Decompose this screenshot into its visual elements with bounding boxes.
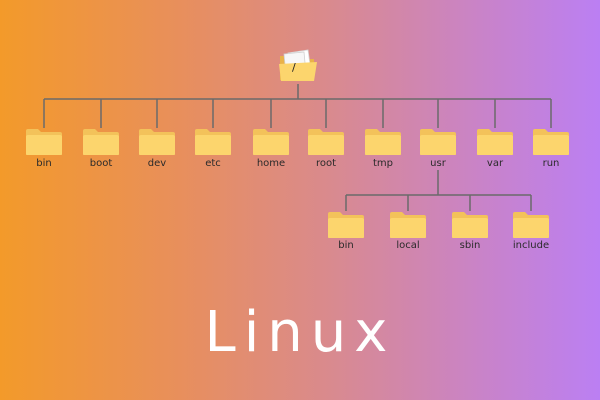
usr-directory-label-include: include [512, 240, 550, 251]
directory-label-home: home [256, 158, 286, 169]
folder-icon [476, 128, 516, 158]
directory-label-boot: boot [89, 158, 113, 169]
usr-directory-label-local: local [396, 240, 420, 251]
directory-label-var: var [486, 158, 504, 169]
usr-directory-label-sbin: sbin [459, 240, 481, 251]
folder-icon [194, 128, 234, 158]
root-directory-label: / [292, 61, 296, 74]
directory-label-dev: dev [147, 158, 167, 169]
folder-icon [327, 211, 367, 241]
directory-label-bin: bin [36, 158, 52, 169]
page-title: Linux [204, 300, 396, 365]
folder-icon [532, 128, 572, 158]
directory-label-run: run [542, 158, 560, 169]
open-folder-icon [278, 48, 318, 82]
folder-icon [82, 128, 122, 158]
usr-directory-label-bin: bin [338, 240, 354, 251]
directory-label-usr: usr [430, 158, 446, 169]
folder-icon [252, 128, 292, 158]
folder-icon [419, 128, 459, 158]
folder-icon [451, 211, 491, 241]
folder-icon [307, 128, 347, 158]
folder-icon [25, 128, 65, 158]
folder-icon [364, 128, 404, 158]
directory-label-root: root [315, 158, 337, 169]
folder-icon [512, 211, 552, 241]
folder-icon [138, 128, 178, 158]
directory-label-tmp: tmp [372, 158, 393, 169]
folder-icon [389, 211, 429, 241]
directory-label-etc: etc [205, 158, 221, 169]
